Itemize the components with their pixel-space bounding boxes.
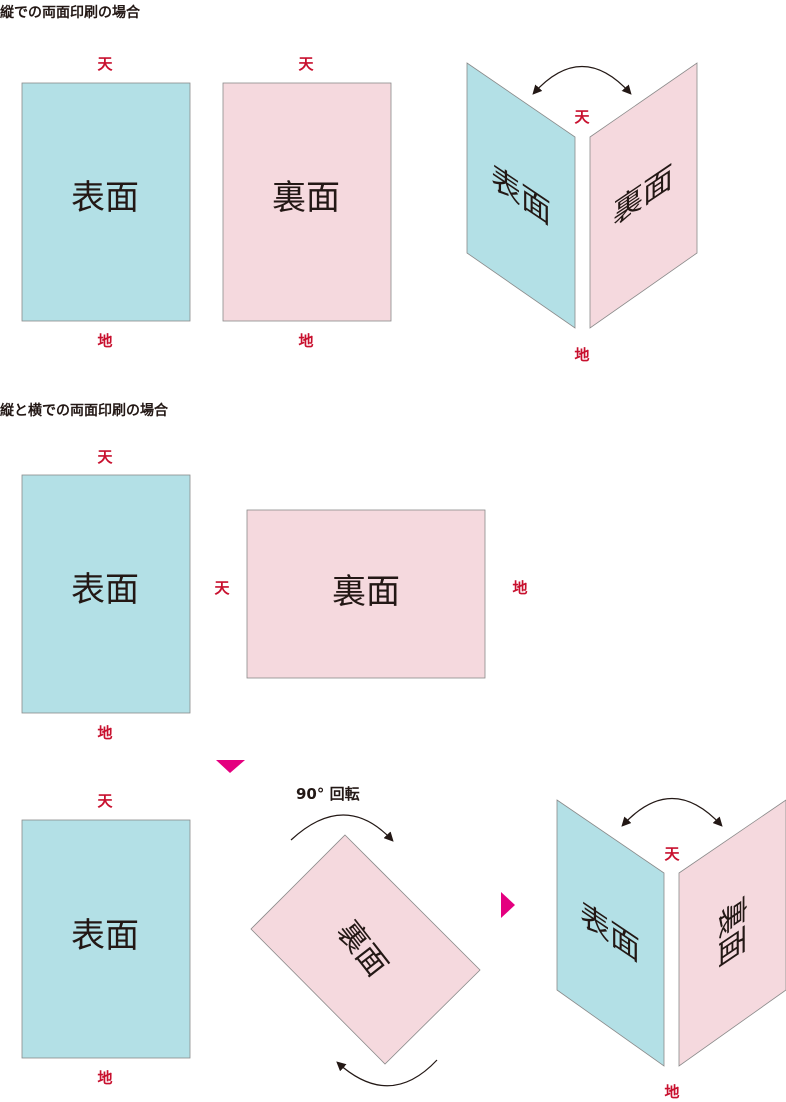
front-page [21, 819, 191, 1059]
front-page [21, 474, 191, 714]
top-label: 天 [298, 55, 314, 73]
top-label: 天 [97, 792, 113, 810]
folded-view-1: 表面 裏面 天 地 [466, 62, 698, 364]
bottom-label: 地 [574, 346, 589, 364]
rotated-back-page [250, 834, 481, 1065]
front-label: 表面 [71, 570, 139, 610]
top-label: 天 [574, 108, 590, 126]
rotate-arrow-icon [290, 814, 394, 842]
rotation-step: 90° 回転 裏面 [250, 785, 481, 1087]
bottom-label: 地 [298, 332, 313, 350]
top-label: 天 [97, 448, 113, 466]
flip-arrow-icon [621, 797, 723, 827]
bottom-label: 地 [512, 579, 527, 597]
front-panel [556, 799, 665, 1067]
top-label: 天 [97, 55, 113, 73]
bottom-label: 地 [97, 1069, 112, 1087]
top-label: 天 [214, 579, 230, 597]
right-triangle-icon [501, 892, 515, 918]
back-page [222, 82, 392, 322]
front-panel [466, 62, 576, 329]
back-panel [678, 799, 786, 1067]
front-label: 表面 [71, 178, 139, 218]
top-label: 天 [664, 845, 680, 863]
rotate-arrow-icon [336, 1059, 438, 1087]
back-panel [589, 62, 698, 329]
back-label: 裏面 [272, 178, 340, 218]
back-label: 裏面 [332, 572, 400, 612]
back-page-landscape [246, 509, 486, 679]
bottom-label: 地 [97, 724, 112, 742]
down-triangle-icon [216, 760, 245, 773]
bottom-label: 地 [664, 1083, 679, 1101]
folded-view-2: 表面 裏面 天 地 [556, 797, 786, 1101]
flip-arrow-icon [532, 65, 632, 95]
section1-heading: 縦での両面印刷の場合 [0, 4, 141, 21]
section2-heading: 縦と横での両面印刷の場合 [0, 402, 169, 419]
bottom-label: 地 [97, 332, 112, 350]
front-label: 表面 [71, 916, 139, 956]
rotate-label: 90° 回転 [296, 785, 360, 803]
front-page [21, 82, 191, 322]
